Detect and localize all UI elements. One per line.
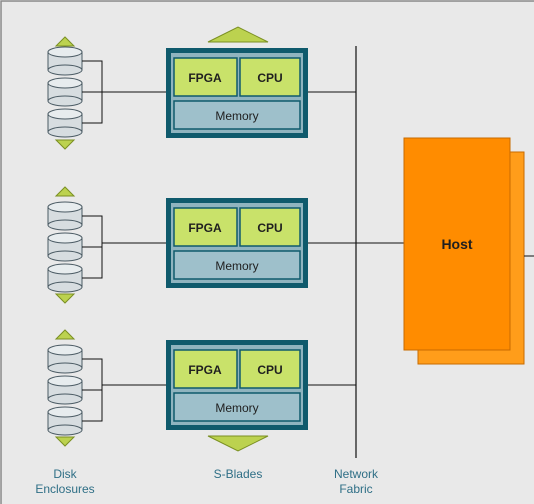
triangle-down-icon	[54, 436, 76, 447]
s-blade-2: FPGA CPU Memory	[166, 198, 308, 288]
s-blade-1: FPGA CPU Memory	[166, 26, 308, 138]
s-blade-3: FPGA CPU Memory	[166, 340, 308, 452]
triangle-up-icon	[54, 36, 76, 47]
triangle-up-icon	[54, 329, 76, 340]
fpga-label: FPGA	[188, 363, 222, 377]
triangle-down-icon	[54, 293, 76, 304]
disk-enclosure-2	[47, 186, 103, 304]
cpu-label: CPU	[257, 71, 282, 85]
caption-disk-enclosures-line1: Disk	[53, 467, 77, 481]
caption-network-fabric-line2: Fabric	[339, 482, 372, 496]
disk-cylinder-icon	[47, 77, 83, 107]
cpu-chip	[239, 349, 301, 389]
fpga-label: FPGA	[188, 71, 222, 85]
disk-cylinder-icon	[47, 263, 83, 293]
cpu-label: CPU	[257, 221, 282, 235]
disk-enclosure-1	[47, 36, 103, 150]
disk-cylinder-icon	[47, 46, 83, 76]
caption-disk-enclosures-line2: Enclosures	[35, 482, 94, 496]
cpu-chip	[239, 207, 301, 247]
memory-block	[173, 392, 301, 422]
disk-cylinder-icon	[47, 344, 83, 374]
caption-s-blades: S-Blades	[214, 467, 263, 481]
disk-cylinder-icon	[47, 108, 83, 138]
fpga-chip	[173, 57, 238, 97]
disk-enclosure-3	[47, 329, 103, 447]
cpu-label: CPU	[257, 363, 282, 377]
memory-label: Memory	[215, 259, 258, 273]
fpga-chip	[173, 207, 238, 247]
memory-label: Memory	[215, 401, 258, 415]
triangle-up-icon	[54, 186, 76, 197]
memory-label: Memory	[215, 109, 258, 123]
triangle-up-icon	[207, 26, 269, 43]
triangle-down-icon	[207, 435, 269, 452]
fpga-chip	[173, 349, 238, 389]
disk-cylinder-icon	[47, 406, 83, 436]
host: Host	[403, 137, 525, 365]
host-label: Host	[441, 236, 472, 252]
disk-cylinder-icon	[47, 201, 83, 231]
memory-block	[173, 100, 301, 130]
disk-cylinder-icon	[47, 375, 83, 405]
memory-block	[173, 250, 301, 280]
disk-cylinder-icon	[47, 232, 83, 262]
triangle-down-icon	[54, 139, 76, 150]
host-front-card	[403, 137, 511, 351]
cpu-chip	[239, 57, 301, 97]
caption-network-fabric-line1: Network	[334, 467, 379, 481]
fpga-label: FPGA	[188, 221, 222, 235]
